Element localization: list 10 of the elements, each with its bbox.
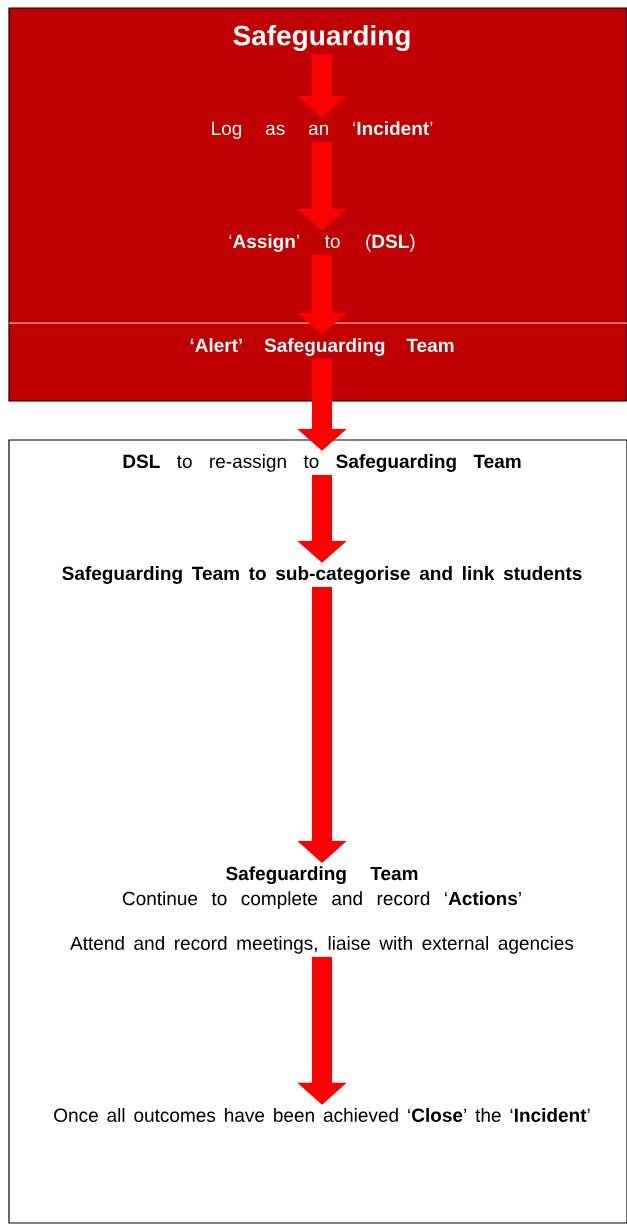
step-text: Safeguarding Team Continue to complete and record ‘Actions’ Attend and record meetings, liaise with external agencies: [70, 866, 574, 954]
step-text: Safeguarding Team to sub-categorise and link students: [62, 566, 582, 584]
step-text: Log as an ‘Incident’: [212, 121, 433, 139]
step-text: Once all outcomes have been achieved ‘Close’ the ‘Incident’: [54, 1108, 590, 1122]
step-text: ‘Assign’ to (DSL): [229, 234, 415, 252]
step-text: DSL to re-assign to Safeguarding Team: [123, 454, 521, 472]
heading: Safeguarding: [233, 24, 410, 52]
panel: [8, 7, 627, 402]
panel: [8, 439, 627, 1224]
step-text: ‘Alert’ Safeguarding Team: [190, 338, 454, 356]
